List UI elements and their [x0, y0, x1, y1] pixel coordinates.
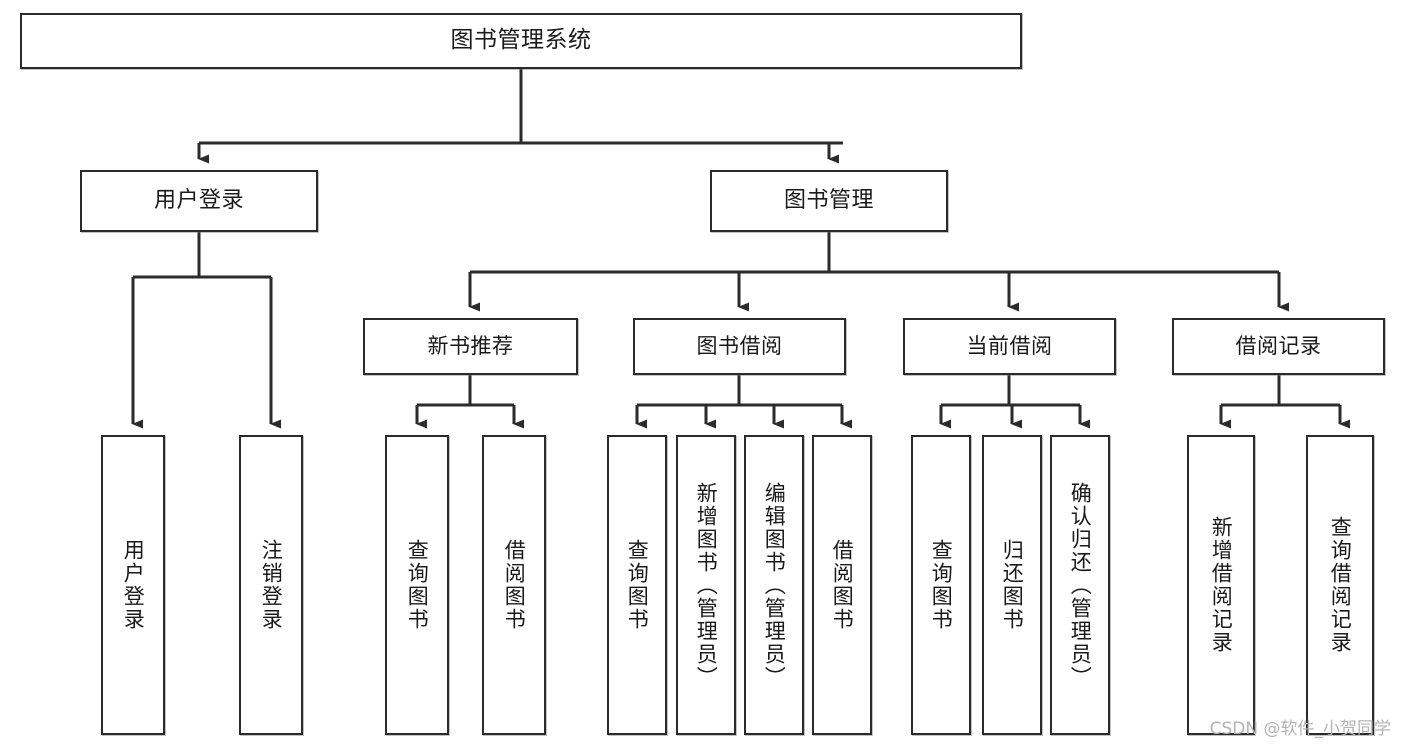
- node-book-manage[interactable]: 图书管理: [710, 170, 948, 232]
- node-leaf-borrow-book-2-label: 借阅图书: [830, 539, 855, 631]
- node-new-book-rec-label: 新书推荐: [427, 334, 514, 359]
- node-leaf-query-record-label: 查询借阅记录: [1328, 516, 1353, 654]
- node-borrow-record-label: 借阅记录: [1235, 334, 1322, 359]
- node-leaf-add-record[interactable]: 新增借阅记录: [1187, 435, 1255, 735]
- node-book-manage-label: 图书管理: [783, 188, 874, 214]
- node-leaf-confirm-return[interactable]: 确认归还（管理员）: [1050, 435, 1110, 735]
- node-borrow-record[interactable]: 借阅记录: [1172, 318, 1385, 375]
- node-leaf-borrow-book-2[interactable]: 借阅图书: [812, 435, 872, 735]
- node-leaf-return-book[interactable]: 归还图书: [982, 435, 1042, 735]
- node-leaf-add-book-label: 新增图书（管理员）: [694, 481, 719, 689]
- node-leaf-add-record-label: 新增借阅记录: [1209, 516, 1234, 654]
- watermark: CSDN @软件_小贺同学: [1209, 719, 1391, 739]
- node-leaf-add-book[interactable]: 新增图书（管理员）: [676, 435, 736, 735]
- node-leaf-query-book-1[interactable]: 查询图书: [385, 435, 449, 735]
- node-leaf-return-book-label: 归还图书: [1000, 539, 1025, 631]
- node-leaf-edit-book[interactable]: 编辑图书（管理员）: [744, 435, 804, 735]
- node-leaf-query-book-1-label: 查询图书: [405, 539, 430, 631]
- node-new-book-rec[interactable]: 新书推荐: [363, 318, 578, 375]
- node-leaf-query-book-2-label: 查询图书: [625, 539, 650, 631]
- node-user-login-label: 用户登录: [153, 188, 244, 214]
- node-current-borrow-label: 当前借阅: [966, 334, 1053, 359]
- node-root[interactable]: 图书管理系统: [20, 13, 1022, 69]
- node-leaf-query-record[interactable]: 查询借阅记录: [1306, 435, 1374, 735]
- node-root-label: 图书管理系统: [450, 27, 592, 54]
- node-user-login[interactable]: 用户登录: [80, 170, 318, 232]
- node-leaf-user-logout[interactable]: 注销登录: [239, 435, 303, 735]
- node-leaf-query-book-2[interactable]: 查询图书: [607, 435, 667, 735]
- node-leaf-user-login-label: 用户登录: [121, 539, 146, 631]
- node-leaf-borrow-book-1-label: 借阅图书: [502, 539, 527, 631]
- node-book-borrow[interactable]: 图书借阅: [633, 318, 846, 375]
- node-leaf-query-book-3-label: 查询图书: [929, 539, 954, 631]
- node-leaf-borrow-book-1[interactable]: 借阅图书: [482, 435, 546, 735]
- node-leaf-query-book-3[interactable]: 查询图书: [911, 435, 971, 735]
- node-leaf-user-login[interactable]: 用户登录: [101, 435, 165, 735]
- node-book-borrow-label: 图书借阅: [696, 334, 783, 359]
- node-leaf-edit-book-label: 编辑图书（管理员）: [762, 481, 787, 689]
- node-leaf-confirm-return-label: 确认归还（管理员）: [1068, 481, 1093, 689]
- node-current-borrow[interactable]: 当前借阅: [903, 318, 1116, 375]
- node-leaf-user-logout-label: 注销登录: [259, 539, 284, 631]
